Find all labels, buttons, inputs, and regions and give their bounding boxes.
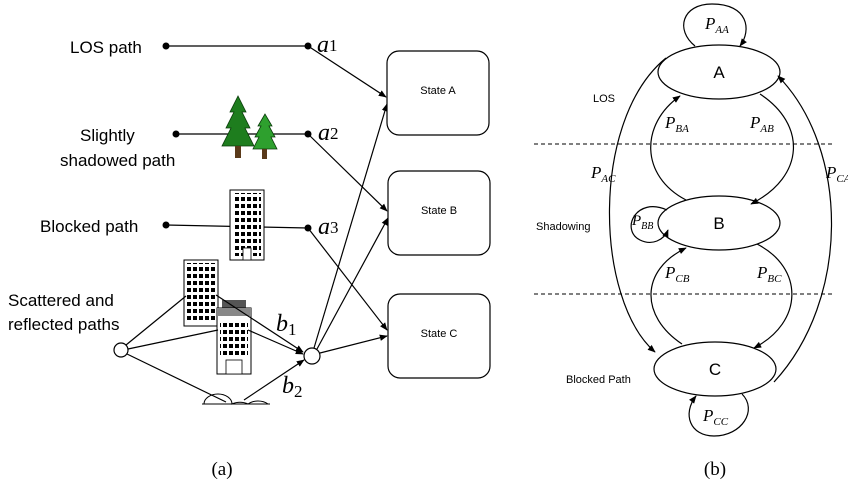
arrow-combiner-to-state-a [313, 103, 389, 349]
loop-cc [688, 393, 749, 437]
scatter-reflect-b1-mid [247, 329, 304, 355]
node-b-label: B [713, 214, 724, 233]
blocked-path-label: Blocked path [40, 217, 138, 236]
label-p-ba: PBA [664, 113, 689, 135]
edge-ac [608, 57, 667, 353]
shadowed-path-label-line1: Slightly [80, 126, 135, 145]
scatter-reflect-b2 [243, 359, 305, 401]
loop-aa [683, 3, 747, 47]
panel-a: LOS path a1 Slightly shadowed path a2 Bl… [8, 32, 491, 480]
state-a-box [386, 50, 490, 136]
region-shadowing-label: Shadowing [536, 221, 590, 233]
scatter-building-office-icon [216, 300, 252, 375]
arrow-combiner-to-state-c [319, 334, 388, 354]
region-blocked-label: Blocked Path [566, 374, 631, 386]
label-p-ca: PCA [825, 163, 848, 185]
combiner-node [303, 347, 321, 365]
label-p-ac: PAC [590, 163, 616, 185]
label-p-cb: PCB [664, 263, 690, 285]
scatter-ray-down [126, 353, 227, 403]
weight-a3: a3 [318, 214, 339, 240]
scattered-path-label-line2: reflected paths [8, 315, 120, 334]
trees-icon [221, 95, 278, 159]
state-c-label: State C [421, 328, 458, 340]
panel-b-caption: (b) [704, 459, 726, 480]
label-p-bc: PBC [756, 263, 782, 285]
panel-b: LOS Shadowing Blocked Path A B C PAA PBA… [534, 3, 848, 480]
building-icon [229, 189, 265, 261]
scatter-source-node [113, 342, 129, 358]
weight-b2: b2 [282, 373, 303, 401]
shadowed-path-label-line2: shadowed path [60, 151, 175, 170]
node-a-label: A [713, 63, 725, 82]
edge-ca [773, 75, 833, 383]
arrow-combiner-to-state-b [316, 217, 389, 350]
weight-a2: a2 [318, 120, 339, 146]
scattered-path-label-line1: Scattered and [8, 291, 114, 310]
los-path-label: LOS path [70, 38, 142, 57]
edge-ba [650, 95, 687, 201]
state-b-box [387, 170, 491, 256]
edge-ab [750, 93, 795, 205]
scatter-ray-up [125, 295, 187, 346]
state-a-label: State A [420, 85, 456, 97]
node-a [657, 44, 781, 100]
label-p-ab: PAB [749, 113, 774, 135]
node-b [657, 195, 781, 251]
node-c [653, 341, 777, 397]
arrow-a2-to-state-b [307, 133, 388, 212]
arrow-a1-to-state-a [307, 45, 387, 98]
label-p-aa: PAA [704, 14, 729, 36]
weight-a1: a1 [317, 32, 338, 58]
label-p-bb: PBB [631, 213, 653, 232]
label-p-cc: PCC [702, 406, 729, 428]
edge-bc [753, 243, 793, 349]
weight-b1: b1 [276, 311, 297, 339]
state-b-label: State B [421, 205, 457, 217]
scatter-reflect-b1-top [215, 294, 304, 353]
node-c-label: C [709, 360, 721, 379]
panel-a-caption: (a) [211, 459, 232, 480]
arrow-a3-to-state-c [307, 227, 388, 331]
scatter-ray-mid [127, 329, 219, 350]
edge-cb [650, 247, 687, 345]
region-los-label: LOS [593, 93, 615, 105]
state-c-box [387, 293, 491, 379]
loop-bb [630, 206, 669, 243]
scatter-building-tall-icon [183, 259, 219, 327]
